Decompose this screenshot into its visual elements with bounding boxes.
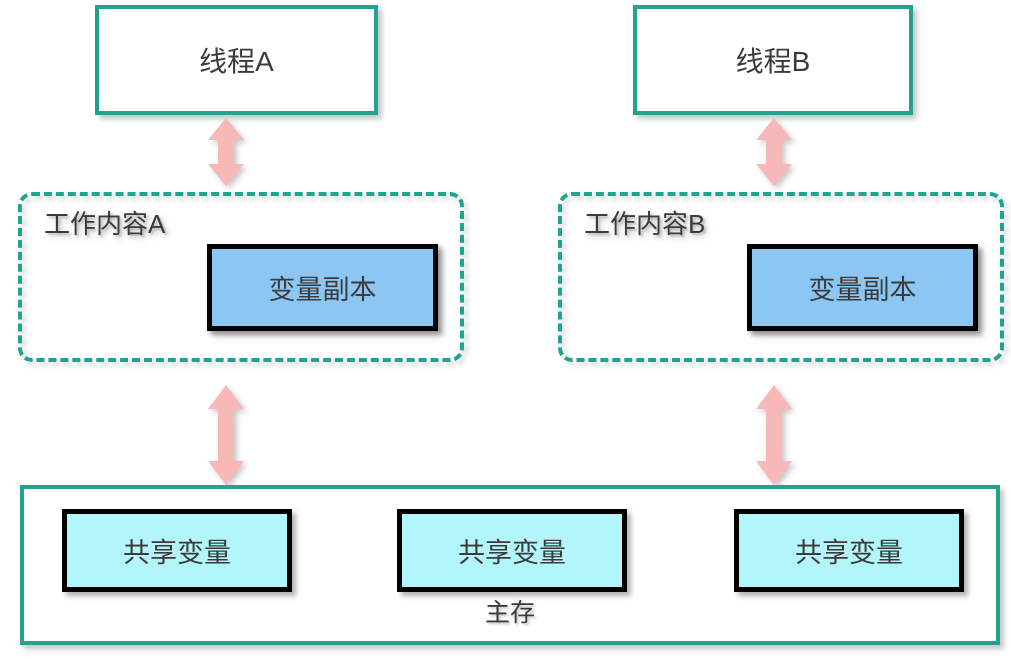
- thread-b-label: 线程B: [735, 46, 811, 77]
- arrow-thread-b-work-b-icon: [754, 118, 794, 186]
- arrow-work-b-main-memory-icon: [754, 385, 794, 485]
- main-memory-label: 主存: [484, 599, 535, 627]
- shared-variable-1-label: 共享变量: [123, 538, 231, 568]
- variable-copy-b-label: 变量副本: [808, 275, 917, 305]
- shared-variable-2-box[interactable]: 共享变量: [397, 509, 627, 592]
- variable-copy-a-label: 变量副本: [268, 275, 377, 305]
- thread-a-box[interactable]: 线程A: [95, 5, 378, 115]
- shared-variable-3-label: 共享变量: [795, 538, 903, 568]
- arrow-thread-a-work-a-icon: [206, 118, 246, 186]
- shared-variable-2-label: 共享变量: [458, 538, 566, 568]
- thread-b-box[interactable]: 线程B: [633, 5, 913, 115]
- work-content-b-box[interactable]: 工作内容B 变量副本: [558, 192, 1004, 362]
- work-content-a-label: 工作内容A: [44, 209, 166, 239]
- work-content-a-box[interactable]: 工作内容A 变量副本: [18, 192, 464, 362]
- arrow-work-a-main-memory-icon: [206, 385, 246, 485]
- variable-copy-b-box[interactable]: 变量副本: [747, 244, 978, 331]
- main-memory-box[interactable]: 共享变量 共享变量 共享变量 主存: [20, 485, 1000, 645]
- shared-variable-1-box[interactable]: 共享变量: [62, 509, 292, 592]
- variable-copy-a-box[interactable]: 变量副本: [207, 244, 438, 331]
- work-content-b-label: 工作内容B: [584, 209, 706, 239]
- shared-variable-3-box[interactable]: 共享变量: [734, 509, 964, 592]
- thread-a-label: 线程A: [199, 46, 274, 77]
